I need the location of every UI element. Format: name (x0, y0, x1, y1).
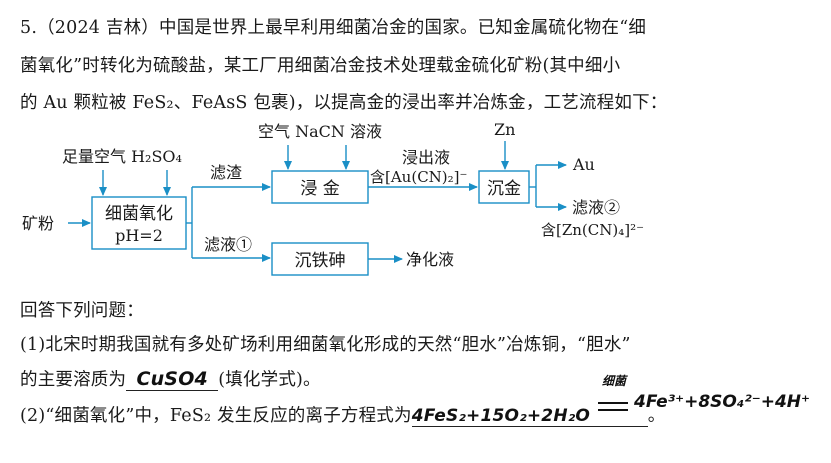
question-line-3: 的 Au 颗粒被 FeS₂、FeAsS 包裹)，以提高金的浸出率并冶炼金，工艺流… (20, 93, 668, 113)
process-flow-diagram: 足量空气 H₂SO₄ 矿粉 细菌氧化 pH=2 滤渣 滤液① 空气 NaCN 溶… (22, 120, 644, 276)
box-bacterial-oxidation-line1: 细菌氧化 (105, 204, 173, 224)
q2-answer-left: 4FeS₂+15O₂+2H₂O (411, 406, 591, 426)
box-leaching: 浸 金 (300, 179, 339, 199)
q1-line-1: (1)北宋时期我国就有多处矿场利用细菌氧化形成的天然“胆水”冶炼铜，“胆水” (20, 335, 631, 355)
q2-answer-right: 4Fe³⁺+8SO₄²⁻+4H⁺ (634, 392, 810, 412)
label-zn: Zn (494, 120, 515, 139)
label-filtrate-1: 滤液① (204, 235, 252, 254)
q1-answer-blank: CuSO4 (126, 368, 219, 391)
label-contains-au-cn: 含[Au(CN)₂]⁻ (370, 168, 467, 186)
q2-line: (2)“细菌氧化”中，FeS₂ 发生反应的离子方程式为4FeS₂+15O₂+2H… (20, 402, 665, 427)
q2-prefix: (2)“细菌氧化”中，FeS₂ 发生反应的离子方程式为 (20, 406, 412, 426)
q2-answer-blank: 4FeS₂+15O₂+2H₂O (411, 406, 648, 427)
q1-suffix: (填化学式)。 (218, 370, 321, 390)
label-air-nacn: 空气 NaCN 溶液 (258, 122, 382, 141)
q2-suffix: 。 (647, 406, 666, 426)
label-au: Au (572, 155, 595, 174)
q1-line-2: 的主要溶质为 CuSO4 (填化学式)。 (20, 366, 321, 391)
label-air-acid: 足量空气 H₂SO₄ (62, 147, 182, 166)
answer-prompt: 回答下列问题： (20, 301, 144, 321)
q1-handwritten-answer: CuSO4 (136, 368, 208, 390)
label-ore-powder: 矿粉 (22, 214, 54, 233)
question-line-2: 菌氧化”时转化为硫酸盐，某工厂用细菌冶金技术处理载金硫化矿粉(其中细小 (20, 56, 621, 76)
label-filtrate-2: 滤液② (572, 198, 620, 217)
label-residue: 滤渣 (210, 163, 242, 182)
label-leachate: 浸出液 (402, 148, 450, 167)
q2-reaction-condition: 细菌 (602, 374, 627, 388)
q1-prefix: 的主要溶质为 (20, 370, 127, 390)
label-purified-liquid: 净化液 (406, 250, 454, 269)
question-line-1: 5.（2024 吉林）中国是世界上最早利用细菌冶金的国家。已知金属硫化物在“细 (20, 18, 647, 38)
label-contains-zn-cn: 含[Zn(CN)₄]²⁻ (541, 221, 644, 239)
q2-equals-sign (598, 400, 628, 414)
box-iron-arsenic-precip: 沉铁砷 (295, 251, 346, 271)
box-bacterial-oxidation-line2: pH=2 (115, 226, 163, 245)
box-gold-precipitation: 沉金 (487, 179, 521, 199)
